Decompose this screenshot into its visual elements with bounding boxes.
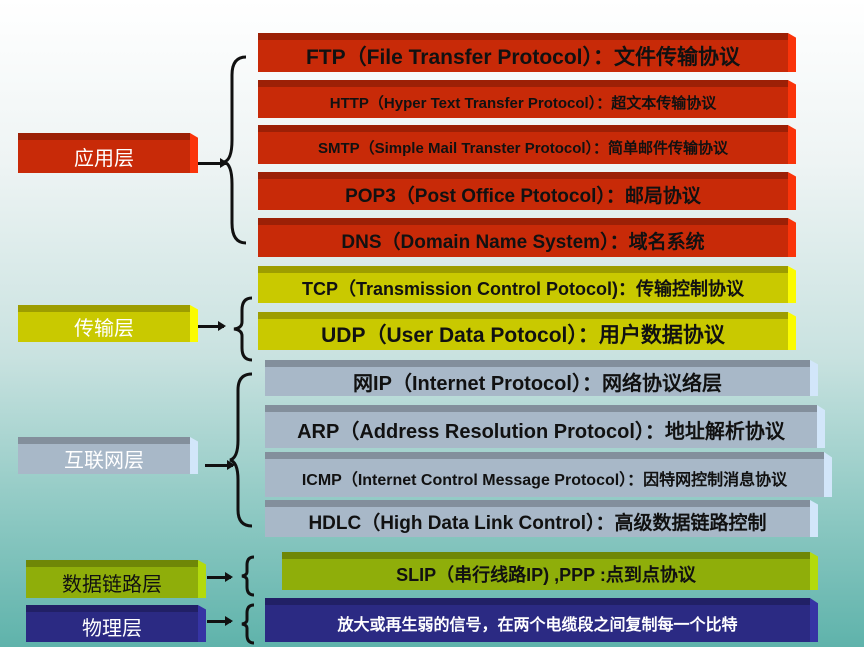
protocol-pop3: POP3（Post Office Ptotocol）：邮局协议 <box>258 172 788 210</box>
internet-layer-label: 互联网层 <box>18 437 190 474</box>
protocol-ftp: FTP（File Transfer Protocol）：文件传输协议 <box>258 33 788 72</box>
arrow-icon <box>207 616 233 626</box>
protocol-tcp: TCP（Transmission Control Potocol)：传输控制协议 <box>258 266 788 303</box>
physical-layer-label: 物理层 <box>26 605 198 642</box>
protocol-text: HDLC（High Data Link Control）：高级数据链路控制 <box>308 513 767 534</box>
protocol-text: DNS（Domain Name System）：域名系统 <box>341 232 705 253</box>
application-layer-label: 应用层 <box>18 133 190 173</box>
protocol-dns: DNS（Domain Name System）：域名系统 <box>258 218 788 257</box>
brace-icon <box>233 296 253 362</box>
protocol-text: 网IP（Internet Protocol）：网络协议络层 <box>353 372 722 395</box>
transport-layer-label: 传输层 <box>18 305 190 342</box>
protocol-text: SLIP（串行线路IP) ,PPP :点到点协议 <box>396 565 696 585</box>
protocol-slip-ppp: SLIP（串行线路IP) ,PPP :点到点协议 <box>282 552 810 590</box>
arrow-icon <box>207 572 233 582</box>
protocol-ip: 网IP（Internet Protocol）：网络协议络层 <box>265 360 810 396</box>
physical-description: 放大或再生弱的信号，在两个电缆段之间复制每一个比特 <box>265 598 810 642</box>
layer-label-text: 数据链路层 <box>62 573 162 596</box>
brace-icon <box>223 55 247 245</box>
layer-label-text: 互联网层 <box>64 450 144 472</box>
arrow-icon <box>205 460 235 470</box>
protocol-udp: UDP（User Data Potocol）：用户数据协议 <box>258 312 788 350</box>
datalink-layer-label: 数据链路层 <box>26 560 198 598</box>
protocol-text: UDP（User Data Potocol）：用户数据协议 <box>321 324 725 347</box>
protocol-http: HTTP（Hyper Text Transfer Protocol）：超文本传输… <box>258 80 788 118</box>
layer-label-text: 物理层 <box>82 618 142 640</box>
protocol-icmp: ICMP（Internet Control Message Protocol）：… <box>265 452 824 497</box>
brace-icon <box>241 555 255 597</box>
protocol-text: SMTP（Simple Mail Transter Protocol）：简单邮件… <box>317 140 729 157</box>
layer-label-text: 传输层 <box>74 318 134 340</box>
protocol-arp: ARP（Address Resolution Protocol）：地址解析协议 <box>265 405 817 448</box>
arrow-icon <box>198 321 226 331</box>
protocol-text: HTTP（Hyper Text Transfer Protocol）：超文本传输… <box>329 94 717 112</box>
brace-icon <box>241 603 255 645</box>
protocol-text: TCP（Transmission Control Potocol)：传输控制协议 <box>301 278 745 299</box>
protocol-text: FTP（File Transfer Protocol）：文件传输协议 <box>305 45 741 69</box>
protocol-hdlc: HDLC（High Data Link Control）：高级数据链路控制 <box>265 500 810 537</box>
brace-icon <box>229 372 253 528</box>
protocol-text: ICMP（Internet Control Message Protocol）：… <box>301 471 788 489</box>
layer-label-text: 应用层 <box>74 147 134 170</box>
protocol-text: 放大或再生弱的信号，在两个电缆段之间复制每一个比特 <box>337 617 738 634</box>
protocol-text: ARP（Address Resolution Protocol）：地址解析协议 <box>297 421 785 443</box>
protocol-smtp: SMTP（Simple Mail Transter Protocol）：简单邮件… <box>258 125 788 164</box>
protocol-text: POP3（Post Office Ptotocol）：邮局协议 <box>345 185 701 207</box>
